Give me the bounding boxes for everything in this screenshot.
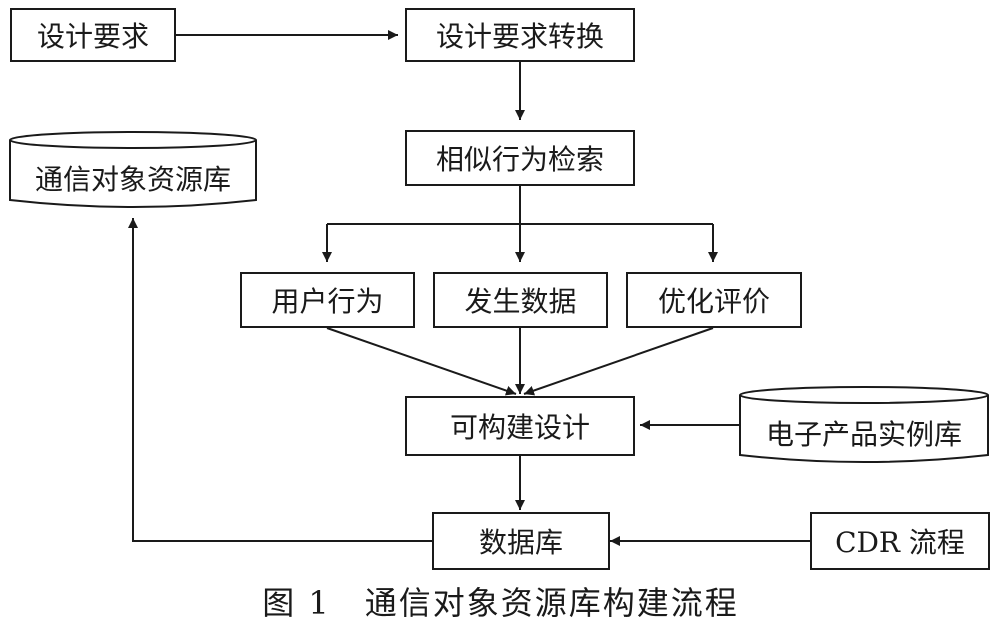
comm-library-cylinder-shape [9,131,257,208]
node-constructible-design: 可构建设计 [405,396,635,456]
node-user-behavior: 用户行为 [240,272,415,328]
arrow-database-to-comm-library [128,218,432,542]
node-electronic-product-library: 电子产品实例库 [765,418,962,451]
node-optimization-evaluation: 优化评价 [626,272,802,328]
electronic-library-cylinder-shape [739,386,989,463]
figure-caption: 图 1 通信对象资源库构建流程 [262,584,739,622]
arrow-opt-to-design [523,327,714,396]
node-cdr-process: CDR 流程 [810,512,990,570]
node-requirement-conversion: 设计要求转换 [405,8,635,62]
node-similar-behavior-search: 相似行为检索 [405,130,635,186]
node-design-requirements: 设计要求 [10,8,176,62]
arrow-user-to-design [326,327,517,396]
node-occurrence-data: 发生数据 [433,272,608,328]
node-database: 数据库 [432,512,610,570]
node-comm-object-library: 通信对象资源库 [34,163,231,196]
